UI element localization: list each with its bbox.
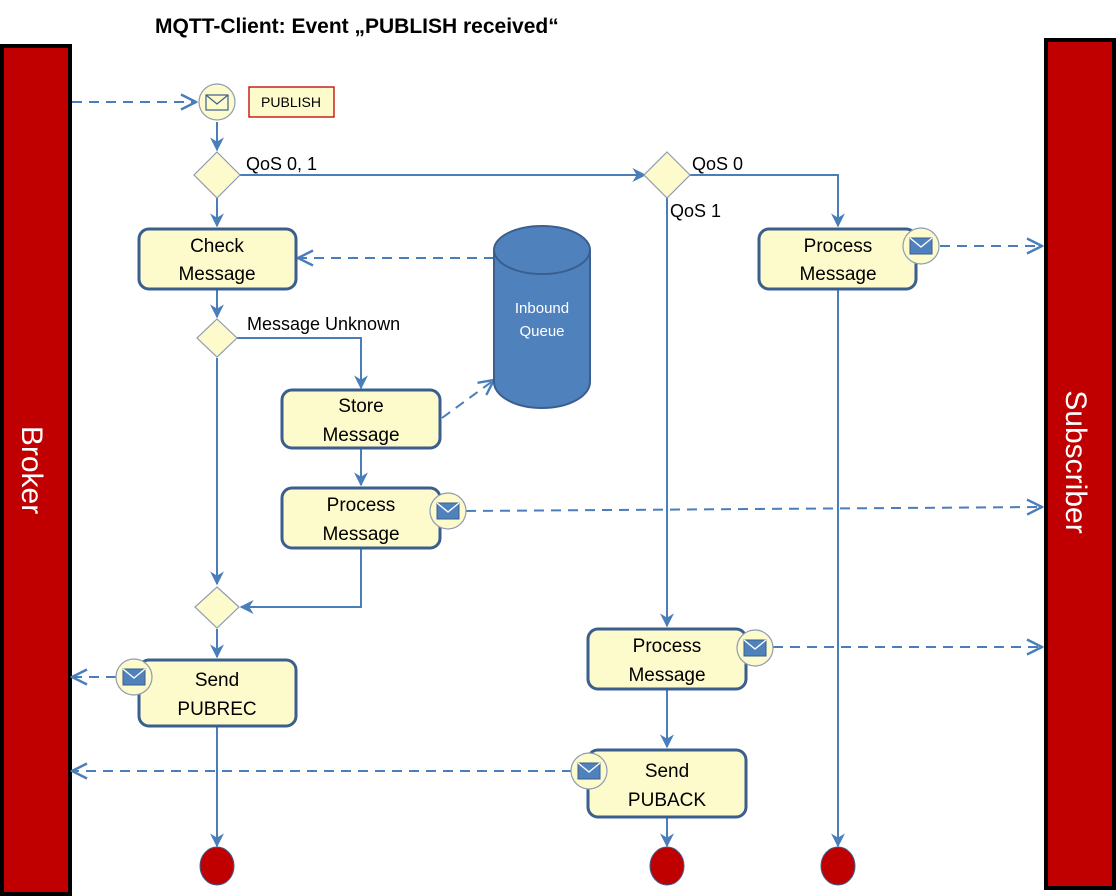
svg-text:Send: Send [195,670,239,691]
svg-text:Process: Process [327,495,396,516]
end-event-puback [649,846,685,886]
flow-qos0 [690,174,845,228]
task-check-message: Check Message [137,227,298,291]
svg-text:Message: Message [322,524,399,545]
gateway-qos01-label: QoS 0, 1 [246,154,317,174]
svg-text:Send: Send [645,761,689,782]
send-message-marker [429,492,467,530]
envelope-icon [436,502,460,520]
gateway-unknown [196,318,238,358]
flow-message-unknown [237,337,368,390]
svg-text:Process: Process [633,636,702,657]
inbound-queue-datastore: Inbound Queue [493,225,591,409]
svg-text:Message: Message [322,425,399,446]
subscriber-label: Subscriber [1059,390,1092,533]
svg-text:Message: Message [799,264,876,285]
envelope-icon [909,237,933,255]
msgflow-store-to-queue [441,380,494,419]
envelope-icon [205,94,229,111]
svg-text:Check: Check [190,236,244,257]
svg-text:PUBACK: PUBACK [628,790,706,811]
send-message-marker [115,658,153,696]
envelope-icon [122,668,146,686]
gateway-qos0-label: QoS 0 [692,154,743,174]
task-store-message: Store Message [280,388,442,450]
sequence-flows [210,122,845,848]
svg-text:Process: Process [804,236,873,257]
svg-text:Store: Store [338,396,383,417]
send-message-marker [902,227,940,265]
task-process-message-qos0: Process Message [757,227,940,291]
send-message-marker [736,629,774,667]
svg-text:Message: Message [178,264,255,285]
flow-process-to-merge [239,549,362,614]
svg-text:Message: Message [628,665,705,686]
svg-text:PUBREC: PUBREC [177,699,256,720]
end-event-pubrec [199,846,235,886]
start-message-event [198,83,236,121]
gateway-qos-second [643,151,691,199]
task-process-message-qos1: Process Message [586,627,774,691]
envelope-icon [577,762,601,780]
envelope-icon [743,639,767,657]
subscriber-lane: Subscriber [1044,38,1116,890]
send-message-marker [570,752,608,790]
broker-label: Broker [15,426,48,514]
gateway-qos1-label: QoS 1 [670,201,721,221]
message-flows [72,102,1042,771]
publish-annotation-text: PUBLISH [261,94,321,110]
task-process-message-unknown: Process Message [280,486,467,550]
gateway-qos [193,151,241,199]
msgflow-mid-to-subscriber [465,507,1042,511]
end-event-qos0 [820,846,856,886]
svg-text:Queue: Queue [519,323,564,340]
broker-lane: Broker [0,44,72,896]
svg-text:Inbound: Inbound [515,300,569,317]
gateway-unknown-label: Message Unknown [247,314,400,334]
gateway-merge [194,586,240,629]
task-send-puback: Send PUBACK [570,748,748,819]
publish-annotation: PUBLISH [248,86,335,118]
task-send-pubrec: Send PUBREC [115,658,298,728]
diagram-title: MQTT-Client: Event „PUBLISH received“ [155,15,559,38]
